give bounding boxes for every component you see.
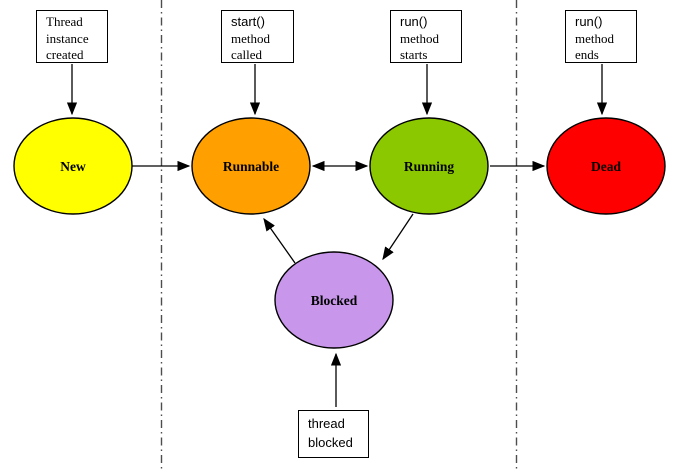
- event-box-thread-blocked: thread blocked: [298, 410, 369, 458]
- state-ellipse-runnable: [191, 117, 311, 215]
- event-box-line: method: [575, 30, 614, 46]
- state-ellipse-dead: [546, 117, 666, 215]
- event-box-run-method-starts: run() method starts: [390, 10, 462, 63]
- state-ellipse-running: [369, 117, 489, 215]
- event-box-line: instance: [46, 30, 89, 46]
- event-box-line: method: [231, 30, 270, 46]
- state-label-blocked: Blocked: [311, 293, 358, 308]
- state-ellipse-blocked: [274, 251, 394, 349]
- event-box-line: method: [400, 30, 439, 46]
- event-box-line: blocked: [308, 435, 353, 450]
- event-box-line: starts: [400, 47, 428, 62]
- event-box-line: thread: [308, 416, 345, 431]
- event-box-start-method-called: start() method called: [221, 10, 294, 63]
- event-box-line: run(): [575, 14, 603, 29]
- state-label-dead: Dead: [591, 159, 621, 174]
- event-box-line: created: [46, 47, 84, 62]
- event-box-thread-instance-created: Thread instance created: [36, 10, 108, 63]
- event-box-run-method-ends: run() method ends: [565, 10, 637, 63]
- state-label-runnable: Runnable: [223, 159, 279, 174]
- event-box-line: called: [231, 47, 263, 62]
- event-box-line: run(): [400, 14, 428, 29]
- arrow-running-to-blocked: [382, 213, 414, 261]
- state-label-new: New: [60, 159, 86, 174]
- state-label-running: Running: [404, 159, 455, 174]
- arrow-blocked-to-runnable: [263, 217, 296, 264]
- event-box-line: start(): [231, 14, 265, 29]
- event-box-line: Thread: [46, 14, 83, 29]
- event-box-line: ends: [575, 47, 599, 62]
